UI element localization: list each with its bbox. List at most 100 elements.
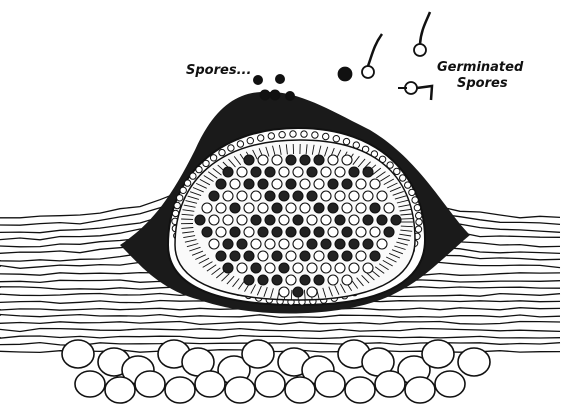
epidermis-cell (242, 340, 274, 368)
spore (349, 263, 359, 273)
paraphysis (401, 226, 413, 227)
paraphysis (291, 290, 292, 300)
ring-cell (180, 187, 186, 193)
ring-cell (190, 173, 196, 179)
spore (370, 203, 380, 213)
spore (265, 215, 275, 225)
spore (307, 191, 317, 201)
spore (279, 167, 289, 177)
spore (209, 191, 219, 201)
spore (265, 191, 275, 201)
ring-cell (203, 160, 209, 166)
spore (307, 167, 317, 177)
spore (300, 275, 310, 285)
ring-cell (412, 197, 418, 203)
spore (216, 227, 226, 237)
ring-cell (415, 226, 421, 232)
spore (307, 263, 317, 273)
ring-cell (196, 166, 202, 172)
spore (237, 263, 247, 273)
spore (272, 155, 282, 165)
ring-cell (394, 168, 400, 174)
spore (293, 215, 303, 225)
spore (272, 203, 282, 213)
spore (251, 239, 261, 249)
epidermis-cell (62, 340, 94, 368)
spore (321, 215, 331, 225)
spore (272, 227, 282, 237)
spore (286, 179, 296, 189)
spore (328, 155, 338, 165)
spore (321, 191, 331, 201)
ring-cell (414, 205, 420, 211)
spore (272, 275, 282, 285)
spore (265, 167, 275, 177)
paraphysis (401, 219, 413, 220)
spore (265, 263, 275, 273)
spore (230, 203, 240, 213)
spore (293, 287, 303, 297)
ring-cell (416, 219, 422, 225)
spore (272, 179, 282, 189)
spore (251, 191, 261, 201)
spore (321, 167, 331, 177)
epidermis-cell (458, 348, 490, 376)
spore (384, 203, 394, 213)
spore (258, 179, 268, 189)
spore (258, 227, 268, 237)
ring-cell (312, 132, 318, 138)
ring-cell (184, 180, 190, 186)
spore (230, 179, 240, 189)
spore (223, 167, 233, 177)
spore (314, 179, 324, 189)
epidermis-cell (405, 377, 435, 403)
ring-cell (247, 138, 253, 144)
spore (342, 227, 352, 237)
ring-cell (219, 149, 225, 155)
epidermis-cell (285, 377, 315, 403)
spore (349, 239, 359, 249)
spore (223, 239, 233, 249)
spore (349, 167, 359, 177)
epidermis-cell (105, 377, 135, 403)
spore (356, 179, 366, 189)
spore (279, 239, 289, 249)
epidermis-cell (165, 377, 195, 403)
spore (349, 215, 359, 225)
germinated-label-line1: Germinated (437, 61, 523, 74)
epidermis-cell (345, 377, 375, 403)
spore (314, 155, 324, 165)
spore (293, 191, 303, 201)
spore (237, 167, 247, 177)
ring-cell (237, 141, 243, 147)
spore (307, 239, 317, 249)
ring-cell (405, 182, 411, 188)
spore (293, 167, 303, 177)
spore (258, 203, 268, 213)
spore (342, 203, 352, 213)
spore (286, 155, 296, 165)
ring-cell (228, 145, 234, 151)
spore (209, 215, 219, 225)
epidermis-cell (315, 371, 345, 397)
epidermis-cell (255, 371, 285, 397)
spore (202, 227, 212, 237)
spore (300, 203, 310, 213)
spore (286, 251, 296, 261)
spore (370, 179, 380, 189)
spore (342, 251, 352, 261)
epidermis-cells (62, 340, 490, 403)
spore (328, 203, 338, 213)
spore (377, 239, 387, 249)
spore (356, 227, 366, 237)
spore (286, 203, 296, 213)
spore (328, 179, 338, 189)
spore (363, 263, 373, 273)
spore (335, 215, 345, 225)
ring-cell (323, 133, 329, 139)
spore (363, 215, 373, 225)
spore (244, 227, 254, 237)
epidermis-cell (435, 371, 465, 397)
spore (293, 263, 303, 273)
spore (300, 251, 310, 261)
